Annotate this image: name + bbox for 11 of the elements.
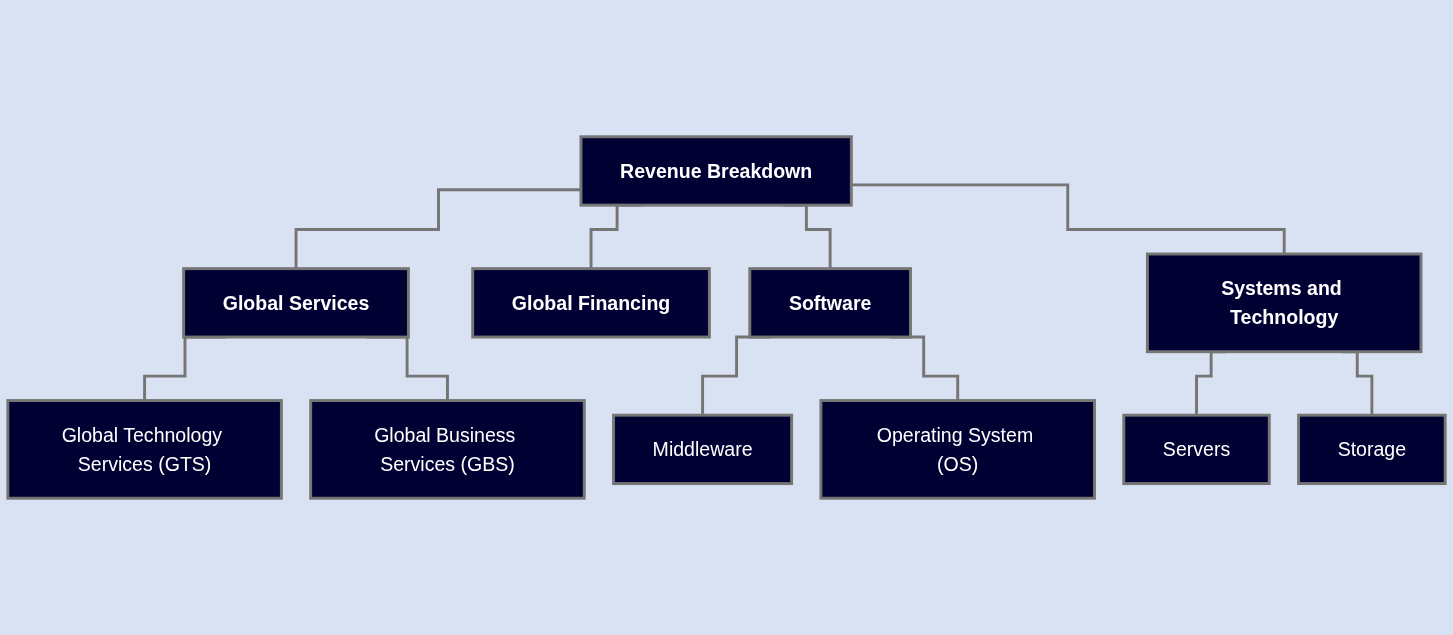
- node-box: Systems and Technology: [1145, 252, 1423, 354]
- node-box: Global Financing: [471, 267, 711, 339]
- node-box: Global Business Services (GBS): [309, 399, 586, 500]
- node-box: Operating System (OS): [819, 399, 1096, 500]
- node-box: Storage: [1297, 413, 1447, 486]
- node-box: Servers: [1122, 413, 1271, 486]
- node-box: Revenue Breakdown: [579, 135, 853, 207]
- node-box: Global Technology Services (GTS): [6, 399, 283, 500]
- node-box: Global Services: [182, 267, 410, 339]
- node-box: Middleware: [612, 413, 794, 486]
- node-box: Software: [748, 267, 912, 339]
